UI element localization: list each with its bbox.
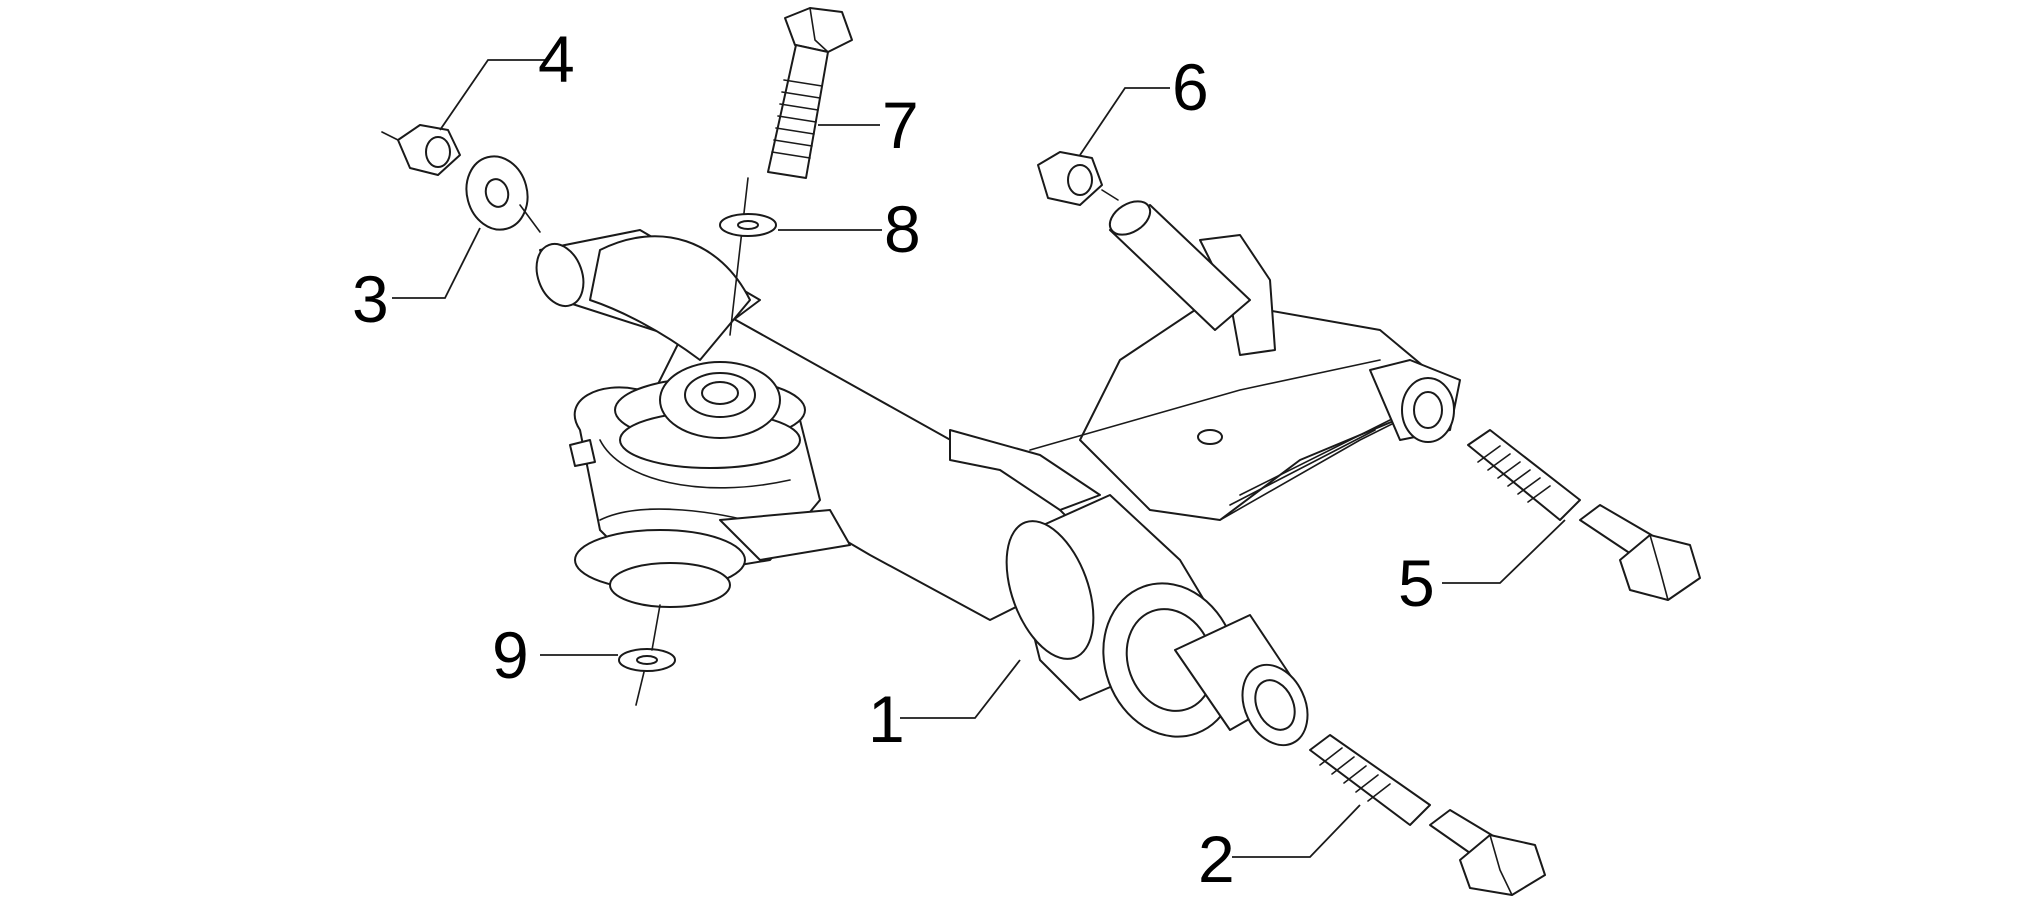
leader-lines xyxy=(392,59,1566,858)
washer-8 xyxy=(719,213,777,237)
callout-7: 7 xyxy=(882,88,919,162)
callout-labels: 4 3 7 8 6 5 9 1 2 xyxy=(352,22,1435,896)
callout-5: 5 xyxy=(1398,546,1435,620)
washer-3 xyxy=(465,155,541,233)
nut-6 xyxy=(1037,151,1119,206)
bolt-7 xyxy=(729,7,853,336)
callout-8: 8 xyxy=(884,192,921,266)
nut-4 xyxy=(381,124,461,176)
bolt-2 xyxy=(1309,734,1546,896)
callout-6: 6 xyxy=(1172,50,1209,124)
callout-3: 3 xyxy=(352,262,389,336)
callout-2: 2 xyxy=(1198,822,1235,896)
shock-mount-assembly xyxy=(569,361,851,608)
bolt-5 xyxy=(1467,429,1701,601)
callout-1: 1 xyxy=(868,682,905,756)
callout-9: 9 xyxy=(492,618,529,692)
washer-9 xyxy=(618,604,676,706)
swing-arm-body xyxy=(535,200,1461,747)
callout-4: 4 xyxy=(538,22,575,96)
